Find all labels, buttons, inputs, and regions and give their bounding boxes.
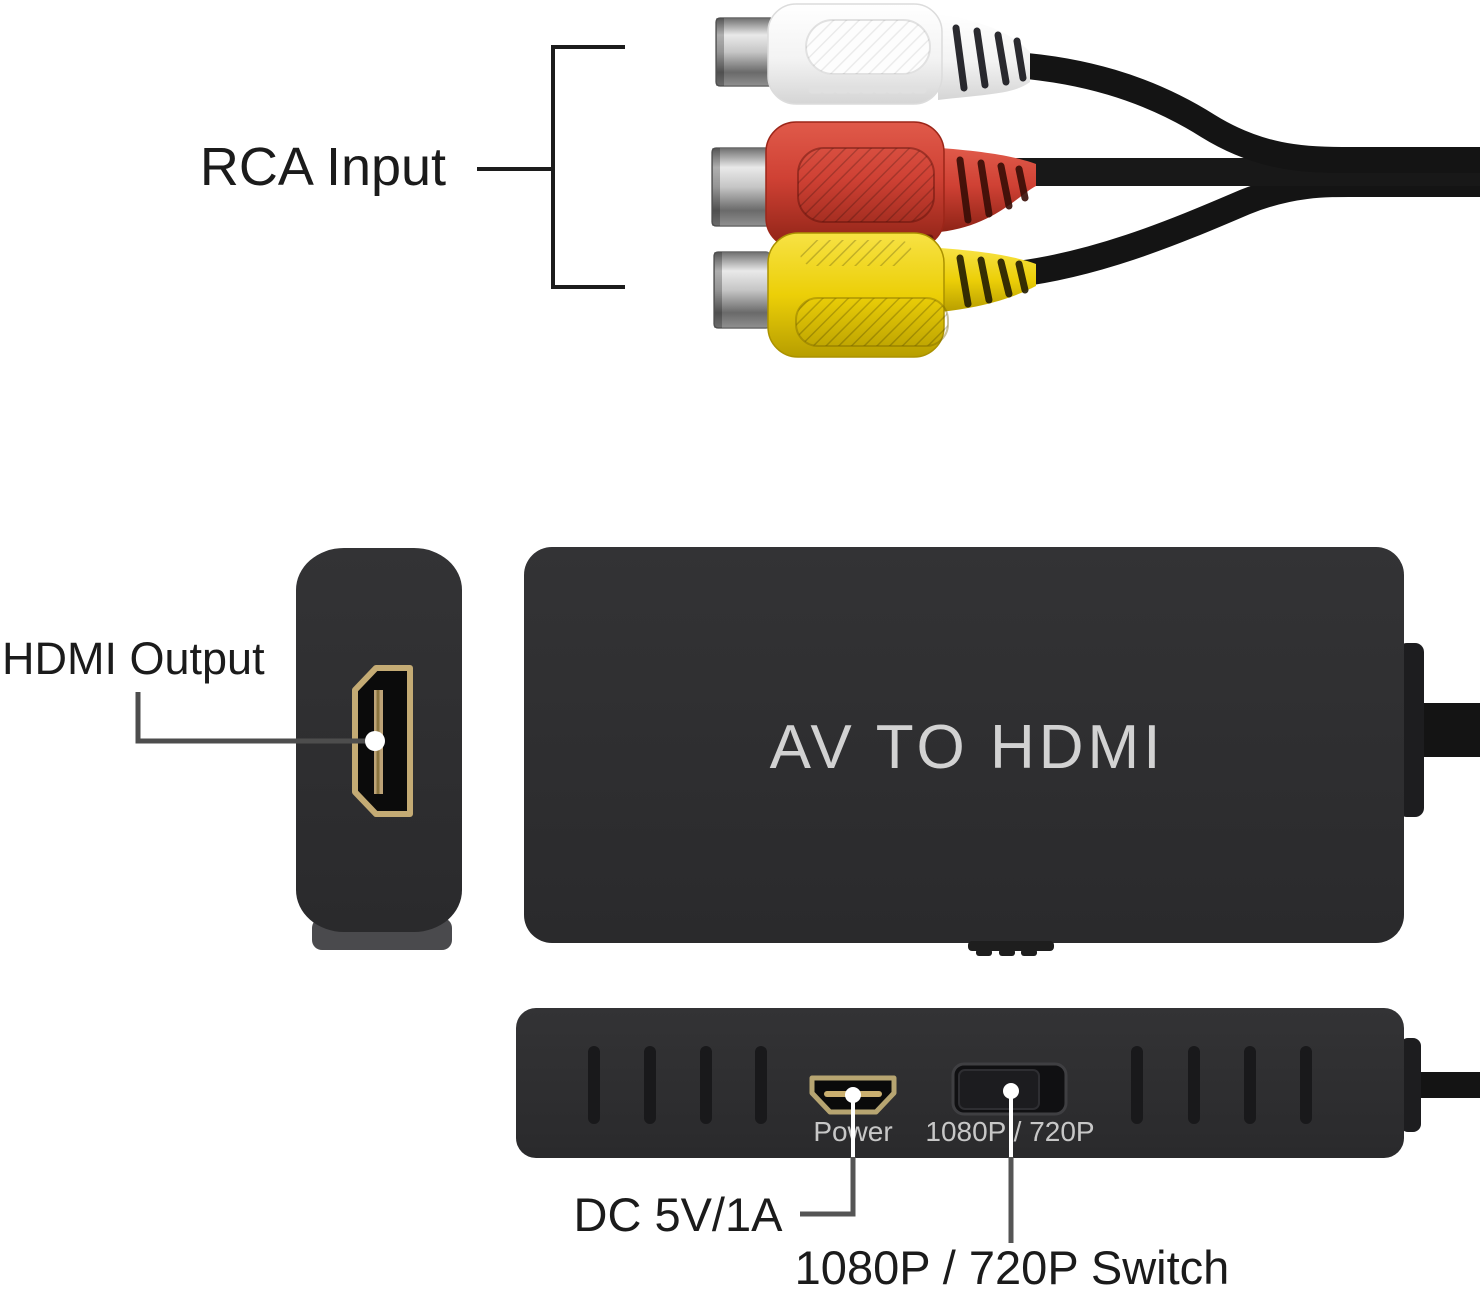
rca-cable-bundle: [987, 51, 1480, 289]
hdmi-output-callout-line: [135, 692, 366, 744]
yellow-rca-barrel: [713, 251, 771, 329]
callouts: [135, 45, 1019, 1243]
converter-box-front: [524, 547, 1480, 956]
red-rca-grip-patch: [797, 147, 935, 223]
vent-slots-right: [1131, 1046, 1312, 1124]
switch-caption-label: 1080P / 720P Switch: [795, 1241, 1230, 1294]
rca-input-bracket: [477, 45, 625, 289]
rca-input-label: RCA Input: [200, 137, 446, 197]
box-bottom-nub: [968, 941, 1054, 956]
yellow-strain-slits: [956, 254, 1029, 308]
white-rca-connector: [715, 3, 1030, 105]
yellow-rca-connector: [713, 232, 1036, 358]
resolution-switch-knob: [958, 1069, 1040, 1110]
converter-back-panel: [516, 1008, 1480, 1158]
yellow-barrel-edge-shade: [714, 252, 722, 328]
power-callout-dot: [845, 1087, 861, 1103]
hdmi-output-label: HDMI Output: [2, 633, 265, 684]
yellow-rca-cable: [987, 170, 1480, 289]
yellow-rca-grip-top: [800, 240, 912, 266]
white-rca-barrel: [715, 17, 775, 87]
white-grip-texture: [806, 20, 930, 74]
power-callout-line-dark: [800, 1157, 856, 1217]
yellow-rca-grip-patch: [795, 297, 949, 347]
red-rca-barrel: [711, 147, 771, 227]
red-barrel-edge-shade: [712, 148, 720, 226]
switch-callout-dot: [1003, 1083, 1019, 1099]
white-strain-slits: [952, 24, 1027, 92]
panel-cable-tab: [1400, 1038, 1421, 1132]
dc-spec-label: DC 5V/1A: [574, 1188, 784, 1241]
box-body: [524, 547, 1404, 943]
device-front-label: AV TO HDMI: [770, 713, 1165, 782]
hdmi-output-callout-dot: [365, 731, 385, 751]
white-barrel-edge-shade: [716, 18, 724, 86]
vent-slots-left: [588, 1046, 767, 1124]
red-strain-slits: [956, 156, 1029, 224]
white-rca-cable: [987, 51, 1480, 173]
red-rca-connector: [711, 121, 1036, 249]
box-cable-tab: [1398, 643, 1424, 817]
